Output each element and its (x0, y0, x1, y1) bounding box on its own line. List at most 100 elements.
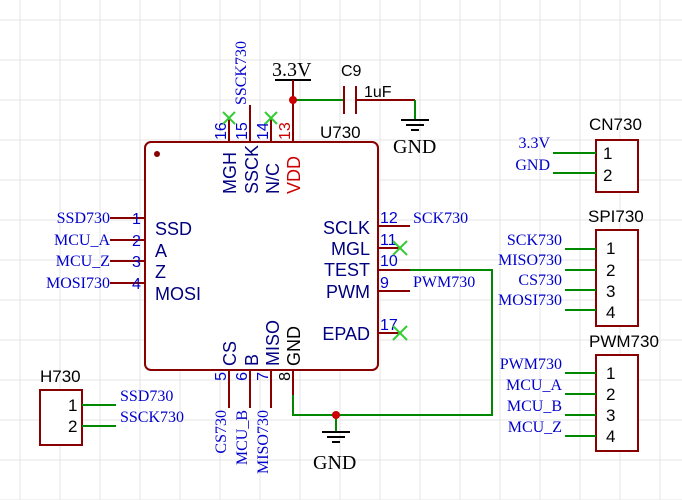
pin-name-cs: CS (220, 341, 240, 366)
pin-name-b: B (242, 354, 262, 366)
cn730-designator: CN730 (589, 115, 642, 134)
u730-top-pins: 16 15 14 13 MGH SSCK N/C VDD SSCK730 (213, 41, 304, 194)
net-label-miso730-bottom: MISO730 (255, 410, 272, 474)
h730-pin1-number: 1 (68, 396, 77, 415)
h730-connector[interactable]: H730 1 2 SSD730 SSCK730 (39, 367, 184, 446)
pin-number-11: 11 (380, 232, 397, 249)
pin-name-a: A (155, 241, 167, 261)
cn730-connector[interactable]: CN730 1 2 3.3V GND (515, 115, 642, 193)
u730-designator: U730 (320, 123, 361, 142)
pin-number-10: 10 (380, 253, 398, 270)
net-label-cn730-gnd: GND (515, 157, 550, 174)
pin-number-12: 12 (380, 210, 398, 227)
pin-number-2: 2 (132, 233, 141, 250)
pin-number-4: 4 (132, 276, 141, 293)
pwm730-pin3-number: 3 (606, 406, 615, 425)
pwm730-pin1-number: 1 (606, 364, 615, 383)
net-label-ssck730-top: SSCK730 (233, 41, 250, 105)
gnd-label-top: GND (393, 136, 436, 158)
pin-number-16: 16 (213, 122, 230, 140)
pin-number-8: 8 (277, 372, 294, 381)
pin-name-z: Z (155, 262, 166, 282)
c9-capacitor[interactable]: C9 1uF (275, 63, 416, 120)
cn730-pin1-number: 1 (603, 144, 612, 163)
pin-name-sclk: SCLK (323, 218, 370, 238)
net-label-spi-miso730: MISO730 (498, 252, 562, 269)
pwm730-pin2-number: 2 (606, 385, 615, 404)
h730-designator: H730 (40, 367, 81, 386)
pin-number-6: 6 (234, 372, 251, 381)
net-label-pwm730: PWM730 (413, 274, 475, 291)
c9-designator: C9 (341, 63, 362, 80)
pin-number-1: 1 (132, 211, 141, 228)
u730-body (144, 141, 379, 371)
no-connect-pin11 (392, 240, 408, 256)
pin-number-3: 3 (132, 254, 141, 271)
junction-vdd (289, 96, 297, 104)
u730-right-pins: 12 11 10 9 17 SCLK MGL TEST PWM EPAD SCK… (322, 210, 475, 344)
spi730-pin2-number: 2 (606, 261, 615, 280)
pin-number-5: 5 (213, 372, 230, 381)
net-label-spi-mosi730: MOSI730 (498, 292, 562, 309)
pin-name-ssd: SSD (155, 219, 192, 239)
net-label-cs730: CS730 (213, 410, 230, 454)
net-label-spi-sck730: SCK730 (507, 232, 562, 249)
pin-number-7: 7 (255, 372, 272, 381)
pin-name-mgh: MGH (220, 152, 240, 194)
no-connect-pin17 (392, 325, 408, 341)
net-label-ssd730: SSD730 (57, 210, 110, 227)
spi730-pin4-number: 4 (606, 303, 615, 322)
gnd-symbol-bottom (322, 431, 350, 443)
spi730-pin1-number: 1 (606, 239, 615, 258)
pwm730-designator: PWM730 (589, 332, 659, 351)
pin-name-miso: MISO (263, 320, 283, 366)
pin-name-epad: EPAD (322, 324, 370, 344)
pin-number-17: 17 (380, 317, 398, 334)
net-label-mcu-z: MCU_Z (56, 253, 110, 270)
net-label-sck730: SCK730 (413, 210, 468, 227)
gnd-label-bottom: GND (313, 452, 356, 474)
net-label-pwm-pwm730: PWM730 (500, 356, 562, 373)
pin-name-ssck: SSCK (242, 145, 262, 194)
net-label-h-ssd730: SSD730 (120, 388, 173, 405)
pin-name-test: TEST (324, 260, 370, 280)
u730-left-pins: 1 2 3 4 SSD A Z MOSI SSD730 MCU_A MCU_Z … (46, 210, 201, 304)
cn730-pin2-number: 2 (603, 166, 612, 185)
spi730-body (595, 229, 639, 327)
pin-name-nc: N/C (263, 163, 283, 194)
c9-value: 1uF (364, 84, 392, 101)
pwm730-pin4-number: 4 (606, 427, 615, 446)
no-connect-pin14 (264, 111, 278, 125)
junction-gnd (332, 411, 340, 419)
pin-number-9: 9 (380, 275, 389, 292)
spi730-designator: SPI730 (588, 207, 644, 226)
power-label-3v3: 3.3V (272, 59, 312, 81)
net-label-pwm-mcu-b: MCU_B (507, 398, 562, 415)
no-connect-markers (222, 111, 408, 341)
pin-name-pwm: PWM (326, 282, 370, 302)
pwm730-connector[interactable]: PWM730 1 2 3 4 PWM730 MCU_A MCU_B MCU_Z (500, 332, 659, 452)
pin-number-15: 15 (234, 122, 251, 140)
u730-symbol[interactable]: U730 1 2 3 4 SSD A Z MOSI SSD730 MCU_A M… (46, 41, 475, 474)
net-label-mosi730: MOSI730 (46, 275, 110, 292)
pwm730-body (595, 354, 639, 452)
pin-number-13: 13 (277, 122, 294, 140)
pin-number-14: 14 (255, 122, 272, 140)
net-label-mcu-b-bottom: MCU_B (234, 410, 251, 465)
pin1-marker-dot (154, 151, 160, 157)
spi730-connector[interactable]: SPI730 1 2 3 4 SCK730 MISO730 CS730 MOSI… (498, 207, 644, 327)
pin-name-mgl: MGL (331, 239, 370, 259)
u730-bottom-pins: 5 6 7 8 CS B MISO GND CS730 MCU_B MISO73… (213, 320, 304, 474)
spi730-pin3-number: 3 (606, 282, 615, 301)
h730-pin2-number: 2 (68, 417, 77, 436)
net-label-spi-cs730: CS730 (518, 272, 562, 289)
cn730-body (595, 139, 639, 193)
net-label-mcu-a: MCU_A (54, 232, 110, 249)
net-label-h-ssck730: SSCK730 (120, 409, 184, 426)
no-connect-pin16 (222, 111, 236, 125)
gnd-symbol-top (401, 119, 429, 131)
pin-name-vdd: VDD (284, 156, 304, 194)
net-label-cn730-3v3: 3.3V (518, 135, 550, 152)
pin-name-gnd: GND (284, 326, 304, 366)
